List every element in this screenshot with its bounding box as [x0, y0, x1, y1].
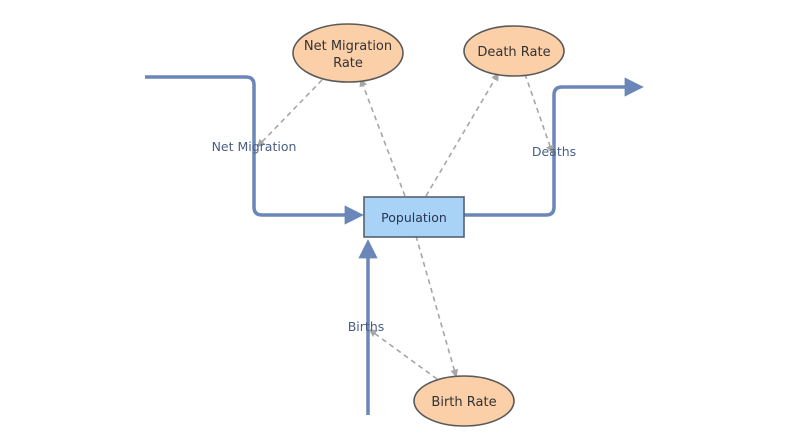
net-migration-flow-pipe[interactable]	[145, 75, 364, 225]
birth-rate-node[interactable]: Birth Rate	[413, 375, 515, 427]
net-migration-flow-label: Net Migration	[212, 139, 297, 154]
net-migration-rate-label-line2: Rate	[333, 56, 363, 71]
deaths-flow-pipe[interactable]	[464, 77, 644, 217]
net-migration-rate-node[interactable]: Net Migration Rate	[292, 23, 404, 83]
death-rate-ellipse[interactable]	[463, 25, 565, 77]
death-rate-node[interactable]: Death Rate	[463, 25, 565, 77]
link-birth-rate-to-births[interactable]	[368, 329, 438, 380]
birth-rate-label: Birth Rate	[431, 395, 496, 410]
link-death-rate-to-deaths[interactable]	[524, 73, 554, 154]
net-migration-rate-label-line1: Net Migration	[304, 39, 392, 54]
link-population-to-birth-rate[interactable]	[415, 235, 459, 378]
population-stock-box[interactable]	[363, 196, 465, 238]
birth-rate-ellipse[interactable]	[413, 375, 515, 427]
death-rate-label: Death Rate	[477, 45, 550, 60]
population-stock-label: Population	[381, 210, 447, 225]
link-net-migration-rate-to-net-migration[interactable]	[256, 79, 323, 148]
link-population-to-death-rate[interactable]	[425, 72, 499, 197]
deaths-flow-label: Deaths	[532, 144, 576, 159]
population-stock[interactable]: Population	[363, 196, 465, 238]
net-migration-rate-ellipse[interactable]	[292, 23, 404, 83]
link-population-to-net-migration-rate[interactable]	[359, 78, 406, 197]
births-flow-label: Births	[348, 319, 385, 334]
